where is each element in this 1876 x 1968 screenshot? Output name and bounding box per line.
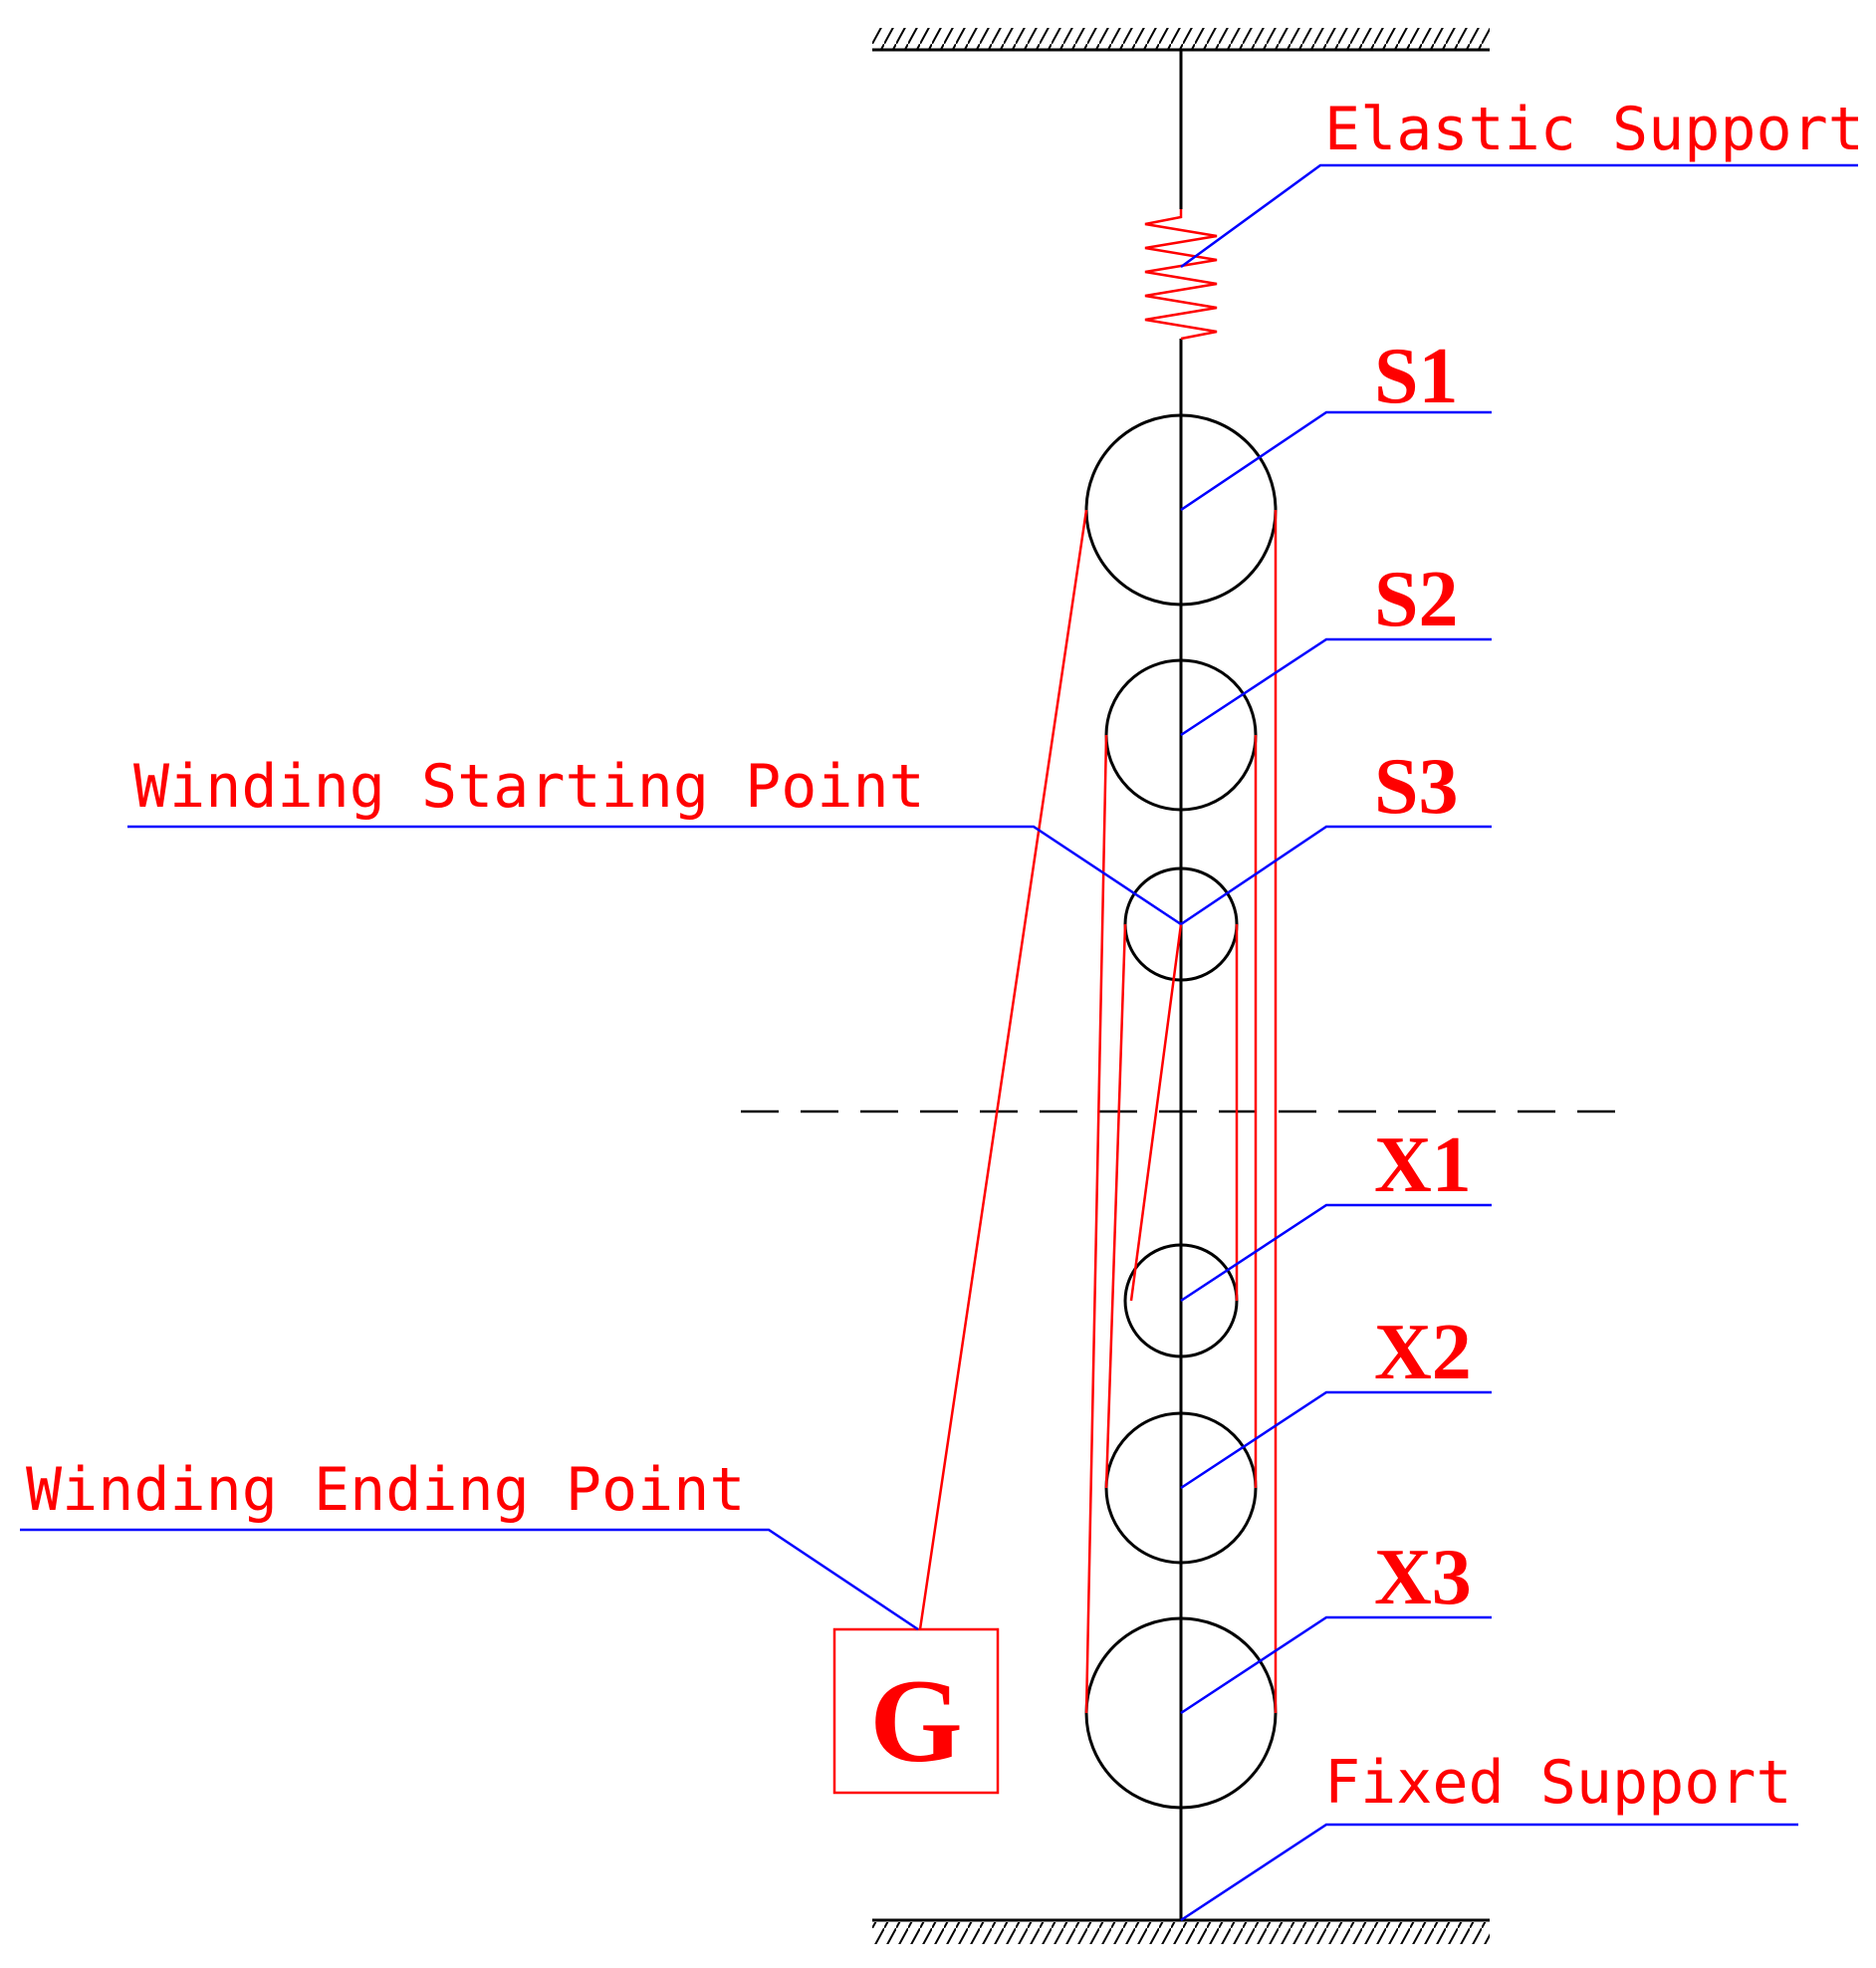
elastic-support-label: Elastic Support	[1324, 95, 1864, 164]
bottom-ground	[872, 1918, 1490, 1944]
leader-lines	[20, 163, 1858, 1922]
fixed-support-label: Fixed Support	[1324, 1748, 1792, 1818]
pulley-x1-label: X1	[1374, 1121, 1472, 1209]
winding-start-label: Winding Starting Point	[133, 752, 925, 822]
top-ceiling	[872, 28, 1490, 52]
spring	[1144, 209, 1218, 341]
pulley-s2-label: S2	[1374, 556, 1459, 643]
pulley-s1-label: S1	[1374, 333, 1459, 420]
pulley-x2-label: X2	[1374, 1309, 1472, 1396]
pulley-x3-label: X3	[1374, 1534, 1472, 1621]
weight-label: G	[869, 1654, 962, 1787]
winding-end-label: Winding Ending Point	[26, 1455, 745, 1525]
pulley-s3-label: S3	[1374, 743, 1459, 831]
rope	[918, 509, 1278, 1714]
weight-block: G	[832, 1627, 1000, 1795]
